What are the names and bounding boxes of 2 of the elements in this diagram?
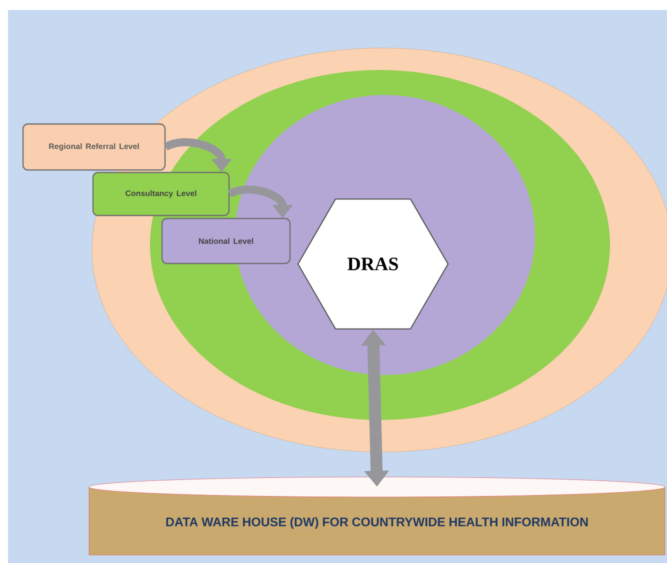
hexagon: DRAS — [297, 198, 449, 330]
cylinder: DATA WARE HOUSE (DW) FOR COUNTRYWIDE HEALTH INFORMATION — [88, 476, 666, 556]
